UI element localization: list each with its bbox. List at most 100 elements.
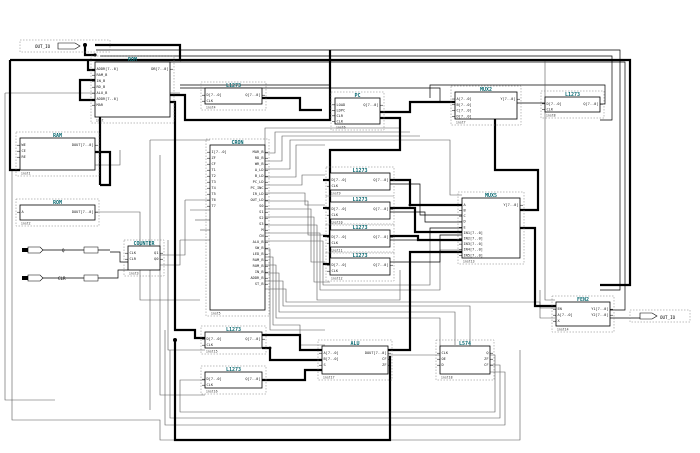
pin-label-right: Q[7..0] <box>245 377 260 381</box>
input-pin-q-label: Q <box>62 248 65 253</box>
block-frame <box>15 198 100 227</box>
instance-label: inst1 <box>21 172 31 176</box>
pin-label-left: ALU_B <box>97 91 108 95</box>
pin-label-right: Q[7..0] <box>373 235 388 239</box>
pin-label-right: Q1 <box>154 251 158 255</box>
input-pin-q: Q <box>22 246 110 254</box>
block-rom: ROMADDR[7..0]RAM_BIN_BRD_BALU_BADDR[7..0… <box>90 55 175 124</box>
pin-label-right: ALU_B <box>253 240 264 244</box>
pin-label-left: CLK <box>547 107 554 111</box>
instance-label: inst6 <box>336 126 346 130</box>
instance-label: inst2 <box>21 222 31 226</box>
block-body <box>334 97 381 125</box>
pin-label-left: ADDR[7..0] <box>97 67 119 71</box>
instance-label: inst17 <box>323 376 335 380</box>
pin-label-left: X <box>558 319 561 323</box>
instance-label: inst5 <box>211 312 221 316</box>
pin-label-left: C[7..0] <box>457 109 472 113</box>
block-frame <box>15 131 100 177</box>
block-frame <box>325 223 395 254</box>
pin-label-left: WE <box>22 143 26 147</box>
pin-label-left: RAM_B <box>97 73 108 77</box>
block-frame <box>325 195 395 226</box>
pin-label-right: Q[7..0] <box>373 263 388 267</box>
block-title: MUX5 <box>485 193 497 199</box>
block-title: L1273 <box>226 83 241 89</box>
pin-label-right: IN_B <box>255 270 264 274</box>
pin-label-left: CLK <box>332 213 339 217</box>
block-body <box>461 197 521 259</box>
pin-label-right: ST_B <box>255 282 264 286</box>
block-body <box>544 96 601 113</box>
pin-label-right: DB[7..0] <box>151 67 168 71</box>
block-body <box>329 172 391 191</box>
pin-label-left: IN4[7..0] <box>464 248 483 252</box>
pin-label-left: RE <box>22 155 26 159</box>
pin-label-left: T7 <box>212 204 216 208</box>
pin-label-left: ZF <box>212 156 216 160</box>
pin-label-left: D[7..0] <box>207 377 222 381</box>
pin-label-left: ADDR[7..0] <box>97 97 119 101</box>
pin-label-right: PC_INC <box>251 186 264 190</box>
pin-label-right: CN <box>259 234 263 238</box>
pin-label-right: B_LD <box>255 174 264 178</box>
block-body <box>19 137 96 171</box>
instance-label: inst <box>96 119 104 123</box>
block-frame <box>325 166 395 197</box>
pin-label-left: RD_B <box>97 85 106 89</box>
pin-label-left: CF <box>212 162 216 166</box>
pin-label-right: Q[7..0] <box>245 93 260 97</box>
block-body <box>19 204 96 221</box>
block-title: CRON <box>231 140 243 146</box>
output-pin-top: OUT_IO <box>19 39 111 53</box>
pin-label-right: MAR_B <box>253 150 264 154</box>
block-body <box>127 245 161 271</box>
pin-label-right: RAM_B <box>253 258 264 262</box>
pin-label-right: Y1[7..0] <box>591 307 608 311</box>
component-blocks: ROM ADDR[7..0] RAM_B IN_B RD_B ALU_B ADDR[7..0… <box>15 55 615 395</box>
block-title: L574 <box>459 341 471 347</box>
pin-label-right: Y[7..0] <box>503 203 518 207</box>
pin-label-right: CF <box>382 357 386 361</box>
pin-label-left: IN_B <box>97 79 106 83</box>
block-frame <box>200 325 267 355</box>
pin-label-left: CLK <box>207 99 214 103</box>
block-title: COUNTER <box>133 241 155 247</box>
pin-label-right: SW_B <box>255 246 264 250</box>
pin-label-right: S3 <box>259 222 263 226</box>
pin-label-left: T5 <box>212 192 216 196</box>
block-title: L1273 <box>226 327 241 333</box>
block-mux2: MUX2A[7..0]B[7..0]C[7..0]D[7..0]Y[7..0]i… <box>450 85 522 126</box>
block-body <box>555 301 611 327</box>
pin-label-left: B[7..0] <box>457 103 472 107</box>
block-title: RAM <box>53 133 62 139</box>
pin-label-left: D <box>442 363 444 367</box>
block-frame <box>330 91 385 131</box>
pin-label-left: A <box>464 203 467 207</box>
instance-label: inst11 <box>331 249 343 253</box>
pin-label-right: DOUT[7..0] <box>72 143 94 147</box>
pin-label-left: A <box>22 210 25 214</box>
pin-label-left: CE <box>22 149 26 153</box>
block-frame <box>551 295 615 333</box>
pin-label-left: D[7..0] <box>332 235 347 239</box>
instance-label: inst13 <box>463 260 475 264</box>
block-title: FEN2 <box>577 297 589 303</box>
block-frame <box>205 138 270 317</box>
pin-label-left: OE <box>442 357 446 361</box>
pin-label-left: A[7..0] <box>558 313 573 317</box>
pin-label-left: T2 <box>212 174 216 178</box>
block-title: L1273 <box>352 168 367 174</box>
pin-label-left: CLK <box>332 241 339 245</box>
pin-label-left: IN2[7..0] <box>464 237 483 241</box>
pin-label-right: IR_LD <box>253 192 264 196</box>
pin-label-right: ZF <box>382 363 386 367</box>
block-title: ROM <box>53 200 62 206</box>
pin-label-right: S2 <box>259 216 263 220</box>
io-pins: OUT_IO Q CLR OUT_IO <box>19 39 691 323</box>
input-pin-clr-label: CLR <box>58 276 66 281</box>
